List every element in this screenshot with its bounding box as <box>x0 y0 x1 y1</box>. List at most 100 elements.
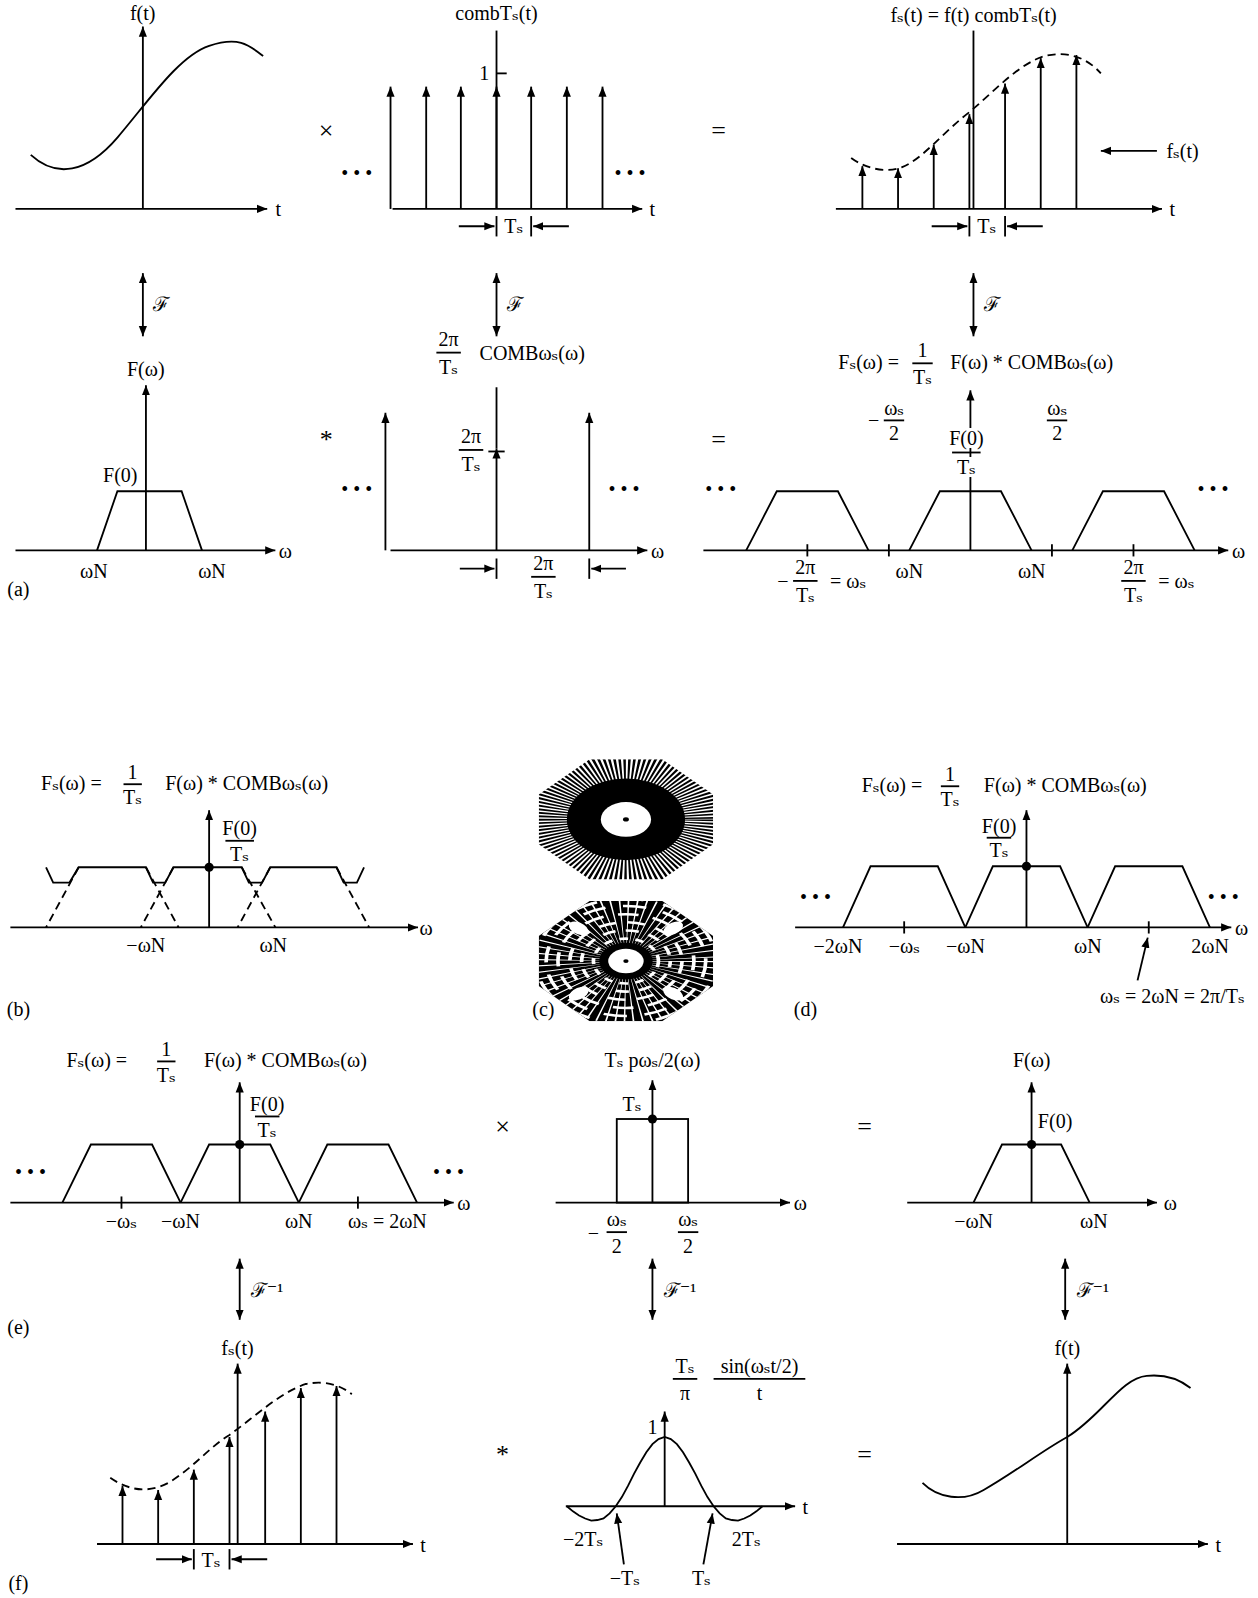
nyquist-spectrum-plot-part <box>1022 862 1031 871</box>
tick-label: ωN <box>1017 561 1047 581</box>
axis-label: f(t) <box>1054 1338 1082 1358</box>
dimension-label: Tₛ <box>976 216 997 236</box>
tick-label: −2Tₛ <box>562 1529 604 1549</box>
comb-spectrum-plot-part <box>531 576 555 578</box>
tick-label: −2ωN <box>813 936 864 956</box>
axis-label: ω <box>793 1193 808 1213</box>
sampled-spectrum-plot-part <box>952 452 981 454</box>
tick-label: ωN <box>1073 936 1103 956</box>
axis-label: ω <box>419 918 434 938</box>
sampled-signal-plot-part <box>193 1470 195 1544</box>
spectrum-plot-part <box>145 385 147 550</box>
fraction-part: t <box>756 1383 764 1403</box>
sampled-spectrum-plot-part <box>888 544 890 556</box>
fraction-part: Tₛ <box>122 787 143 807</box>
equation: F(ω) * COMBωₛ(ω) <box>164 773 329 793</box>
axis-label: t <box>1214 1535 1222 1555</box>
aliased-target-image-part <box>565 919 592 938</box>
comb-spectrum-plot-part <box>496 448 498 550</box>
tick-label: 1 <box>646 1417 658 1437</box>
sampled-signal-plot-part <box>97 1543 413 1545</box>
ellipsis: • • • <box>1197 479 1230 499</box>
fraction-part: 2 <box>1051 423 1063 443</box>
equation: F(ω) * COMBωₛ(ω) <box>203 1050 368 1070</box>
axis-label: t <box>275 199 283 219</box>
filter-input-plot-part <box>121 1196 123 1208</box>
sampled-spectrum-plot-part <box>912 362 932 364</box>
fraction-part: F(0) <box>221 818 257 838</box>
transform-symbol: ℱ <box>983 294 1001 314</box>
sampled-plot-part <box>897 168 899 209</box>
axis-label: combTₛ(t) <box>454 3 538 23</box>
sampled-spectrum-plot-part <box>746 491 868 550</box>
recovered-signal-plot-part <box>923 1375 1191 1497</box>
comb-plot-part <box>497 72 507 74</box>
aliased-target-image <box>528 894 723 1029</box>
sampled-plot-part <box>861 166 863 209</box>
equation: F(ω) * COMBωₛ(ω) <box>983 775 1148 795</box>
transform-symbol: ℱ⁻¹ <box>1076 1280 1111 1300</box>
spoke-target-image-part <box>601 802 651 837</box>
tick-label: ωₛ = 2ωN = 2π/Tₛ <box>1099 986 1246 1006</box>
fraction-part: F(0) <box>981 816 1017 836</box>
transform-arrow-part <box>142 273 144 336</box>
sampled-signal-plot-part <box>229 1549 231 1569</box>
sinc-plot-part <box>567 1437 763 1521</box>
inverse-transform-arrow-part <box>1064 1259 1066 1320</box>
comb-spectrum-plot-part <box>391 549 648 551</box>
comb-spectrum-plot-part <box>496 558 498 578</box>
inverse-transform-arrow <box>240 1259 1065 1320</box>
fraction-part: ωₛ <box>1046 398 1068 418</box>
axis-label: t <box>802 1497 810 1517</box>
sampled-signal-plot-part <box>336 1386 338 1544</box>
fraction-part: 2π <box>438 329 460 349</box>
sampled-signal-plot-part <box>110 1383 352 1490</box>
filter-input-plot-part <box>181 1144 299 1202</box>
spectrum-plot <box>15 385 275 550</box>
fraction-part: Tₛ <box>229 844 250 864</box>
tick-label: −ωN <box>953 1211 994 1231</box>
axis-label: t <box>419 1535 427 1555</box>
comb-spectrum-plot-part <box>588 558 590 578</box>
transform-arrow-part <box>973 273 975 336</box>
aliased-target-image-part <box>660 984 687 1003</box>
aliased-target-image-part <box>536 899 716 1023</box>
tick-label: −Tₛ <box>609 1568 641 1588</box>
ellipsis: • • • <box>704 479 737 499</box>
panel-label: (f) <box>7 1573 29 1593</box>
sampled-plot-part <box>1040 58 1042 209</box>
axis-label: fₛ(t) <box>1165 141 1199 161</box>
comb-plot <box>391 31 643 237</box>
tick-label: ωN <box>197 561 227 581</box>
sinc-plot-part <box>673 1378 697 1380</box>
spoke-target-image-part <box>623 817 629 821</box>
aliased-spectrum-plot-part <box>141 867 174 927</box>
sampled-signal-plot-part <box>237 1364 239 1544</box>
fraction-part: 1 <box>160 1039 172 1059</box>
aliased-spectrum-plot-part <box>146 867 179 927</box>
transform-symbol: ℱ <box>152 294 170 314</box>
fraction-part: Tₛ <box>438 357 459 377</box>
aliased-spectrum-plot-part <box>46 867 364 882</box>
comb-spectrum-plot-part <box>591 568 626 570</box>
sampled-plot-part <box>1007 225 1043 227</box>
lowpass-filter-plot <box>556 1080 790 1232</box>
tick-label: ωN <box>258 935 288 955</box>
tick-label: −ωN <box>945 936 986 956</box>
ellipsis: • • • <box>14 1162 47 1182</box>
sampled-plot-part <box>836 208 1162 210</box>
ellipsis: • • • <box>432 1162 465 1182</box>
tick-label: − <box>776 571 789 591</box>
nyquist-spectrum-plot-part <box>843 866 965 927</box>
axis-label: ω <box>456 1193 471 1213</box>
filter-input-plot-part <box>157 1061 175 1063</box>
axis-label: fₛ(t) <box>220 1338 254 1358</box>
comb-plot-part <box>530 216 532 236</box>
comb-spectrum-plot-part <box>496 387 498 448</box>
fraction-part: Tₛ <box>675 1356 696 1376</box>
comb-plot-part <box>496 87 498 209</box>
sampled-plot-part <box>973 31 975 209</box>
fraction-part: 1 <box>127 762 139 782</box>
sampled-signal-plot-part <box>232 1558 268 1560</box>
fraction-part: Tₛ <box>533 581 554 601</box>
